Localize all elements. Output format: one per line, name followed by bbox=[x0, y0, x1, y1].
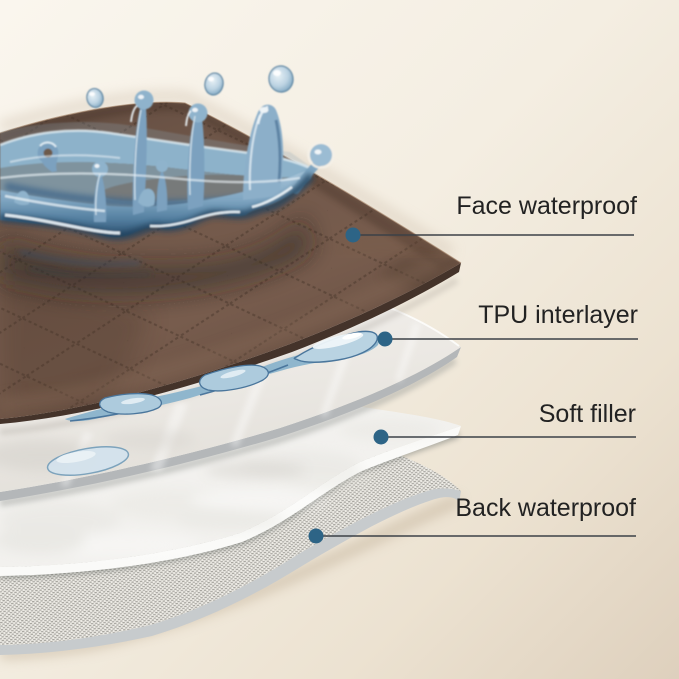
svg-text:TPU interlayer: TPU interlayer bbox=[478, 301, 638, 329]
svg-text:Back waterproof: Back waterproof bbox=[455, 494, 636, 522]
svg-text:Soft filler: Soft filler bbox=[539, 400, 636, 428]
svg-text:Face waterproof: Face waterproof bbox=[456, 192, 637, 220]
